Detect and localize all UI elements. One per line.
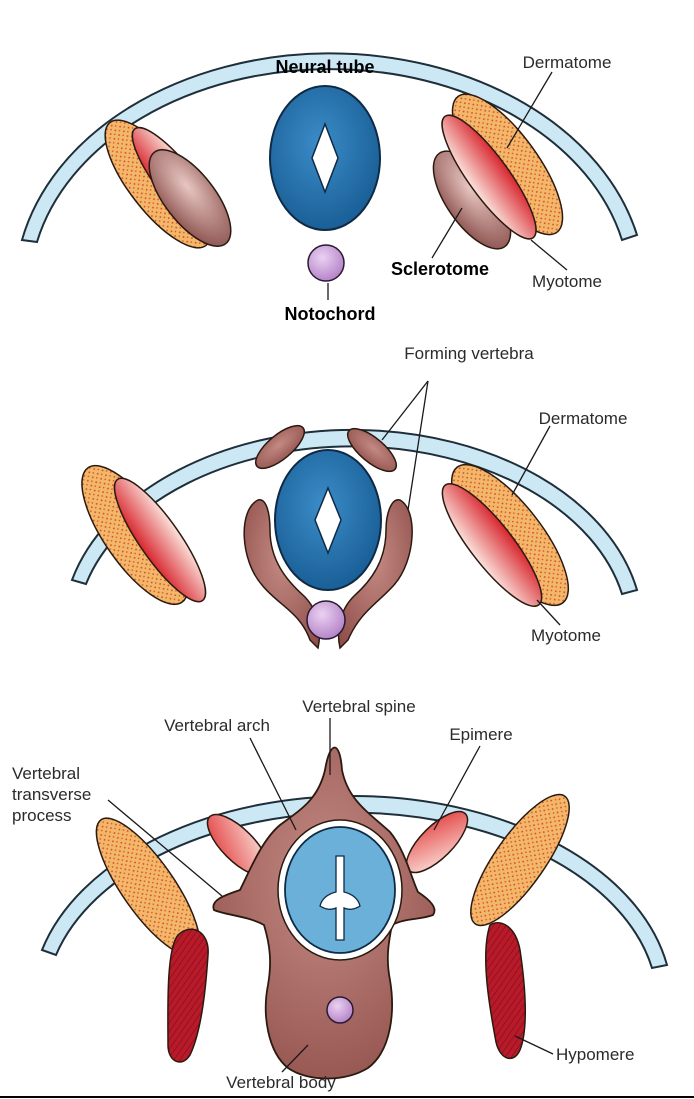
label-transverse-2: transverse bbox=[12, 785, 91, 804]
neural-canal-1 bbox=[311, 121, 339, 195]
neural-canal-2 bbox=[314, 486, 342, 556]
left-myotome-2 bbox=[113, 477, 207, 603]
right-dermatome-3 bbox=[470, 793, 570, 927]
right-myotome-2 bbox=[441, 482, 543, 608]
panel-middle: Forming vertebra Dermatome Myotome bbox=[70, 344, 639, 650]
label-vertebral-body: Vertebral body bbox=[226, 1073, 336, 1092]
left-somite-2 bbox=[81, 464, 207, 606]
label-myotome-2: Myotome bbox=[531, 626, 601, 645]
label-myotome-1: Myotome bbox=[532, 272, 602, 291]
panel-early: Neural tube Dermatome Sclerotome Myotome… bbox=[20, 52, 639, 324]
label-transverse-3: process bbox=[12, 806, 72, 825]
label-epimere: Epimere bbox=[449, 725, 512, 744]
label-forming-vertebra: Forming vertebra bbox=[404, 344, 534, 363]
label-notochord: Notochord bbox=[285, 304, 376, 324]
label-dermatome-1: Dermatome bbox=[523, 53, 612, 72]
notochord-3 bbox=[326, 996, 354, 1024]
forming-vertebra-dorsal-right bbox=[347, 427, 397, 473]
left-somite-1 bbox=[104, 119, 232, 249]
left-sclerotome-1 bbox=[148, 149, 232, 247]
ectoderm-arc-1 bbox=[20, 52, 639, 244]
right-myotome-1 bbox=[441, 114, 537, 240]
label-sclerotome: Sclerotome bbox=[391, 259, 489, 279]
right-somite-2 bbox=[441, 463, 570, 608]
notochord-2 bbox=[306, 600, 346, 640]
label-hypomere: Hypomere bbox=[556, 1045, 634, 1064]
ectoderm-arc-2 bbox=[70, 428, 639, 596]
label-neural-tube: Neural tube bbox=[275, 57, 374, 77]
forming-vertebra-dorsal-left bbox=[255, 424, 305, 470]
neural-canal-3 bbox=[319, 855, 361, 941]
label-vertebral-arch: Vertebral arch bbox=[164, 716, 270, 735]
right-hypomere bbox=[485, 922, 527, 1060]
right-somite-1 bbox=[432, 93, 564, 250]
panel-late: Vertebral spine Vertebral arch Epimere V… bbox=[12, 697, 669, 1092]
label-transverse-1: Vertebral bbox=[12, 764, 80, 783]
label-vertebral-spine: Vertebral spine bbox=[302, 697, 415, 716]
notochord-1 bbox=[307, 244, 345, 282]
label-dermatome-2: Dermatome bbox=[539, 409, 628, 428]
left-hypomere bbox=[167, 928, 209, 1063]
